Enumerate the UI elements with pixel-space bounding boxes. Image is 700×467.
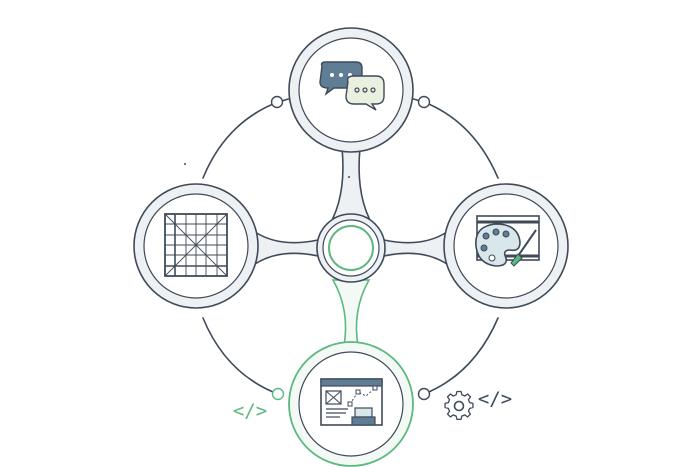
node-left[interactable]: [133, 183, 259, 309]
paint-palette-icon: [475, 215, 540, 267]
decorative-dot: [184, 163, 186, 165]
hub-ring-icon: [328, 225, 374, 271]
connector-top: [331, 147, 371, 219]
connector-bottom: [331, 279, 371, 347]
decorative-dot: [348, 176, 350, 178]
gear-icon: [444, 390, 474, 421]
arc-top-right: [423, 101, 499, 179]
node-right[interactable]: [443, 183, 569, 309]
connector-dot-icon: [417, 387, 431, 401]
arc-top-left: [202, 101, 279, 179]
connector-dots: [270, 95, 431, 401]
wireframe-grid-icon: [164, 213, 228, 277]
arc-bottom-right: [423, 317, 499, 395]
connector-dot-icon: [271, 387, 285, 401]
connector-left: [254, 230, 319, 266]
chat-bubbles-icon: [319, 61, 385, 111]
node-bottom[interactable]: [288, 341, 414, 467]
code-tag-right: </>: [478, 388, 512, 410]
connector-right: [383, 230, 448, 266]
node-top[interactable]: [288, 27, 414, 153]
central-hub: [316, 213, 386, 283]
connector-dot-icon: [270, 95, 284, 109]
ui-layout-mockup-icon: [320, 378, 383, 426]
code-tag-left: </>: [233, 400, 267, 422]
connector-dot-icon: [417, 95, 431, 109]
arc-bottom-left: [202, 317, 279, 395]
